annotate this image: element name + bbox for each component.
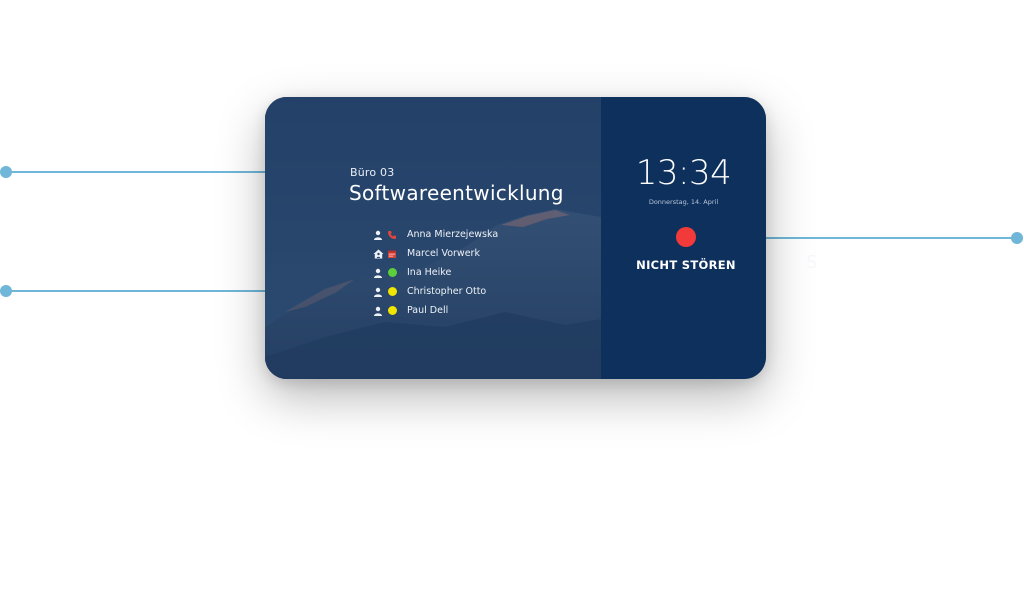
room-title: Softwareentwicklung <box>349 181 564 205</box>
callout-dot-status <box>1011 232 1023 244</box>
person-name: Paul Dell <box>407 305 449 316</box>
clock-time: 13:34 <box>635 153 732 193</box>
status-dot-icon <box>386 267 398 279</box>
home-office-icon <box>372 248 384 260</box>
person-name: Ina Heike <box>407 267 452 278</box>
callout-line-room <box>6 171 340 173</box>
room-display-device: Büro 03 Softwareentwicklung Anna Mierzej… <box>265 97 766 379</box>
person-row: Ina Heike <box>372 263 592 282</box>
status-dot-icon <box>386 305 398 317</box>
calendar-icon <box>386 248 398 260</box>
person-row: Paul Dell <box>372 301 592 320</box>
person-name: Marcel Vorwerk <box>407 248 480 259</box>
callout-line-status <box>708 237 1020 239</box>
person-icon <box>372 286 384 298</box>
phone-icon <box>386 229 398 241</box>
do-not-disturb-label: NICHT STÖREN <box>636 258 736 272</box>
mountain-background-image <box>265 97 601 379</box>
person-name: Anna Mierzejewska <box>407 229 499 240</box>
person-row: Anna Mierzejewska <box>372 225 592 244</box>
status-panel: 13:34 Donnerstag, 14. April NICHT STÖREN <box>601 97 766 379</box>
room-info-panel: Büro 03 Softwareentwicklung Anna Mierzej… <box>265 97 601 379</box>
person-row: Marcel Vorwerk <box>372 244 592 263</box>
room-number: Büro 03 <box>350 166 395 179</box>
person-icon <box>372 305 384 317</box>
person-row: Christopher Otto <box>372 282 592 301</box>
people-list: Anna Mierzejewska Marcel Vorwerk <box>372 225 592 320</box>
do-not-disturb-button[interactable] <box>676 227 696 247</box>
background-faint-text: S <box>806 252 818 273</box>
person-icon <box>372 267 384 279</box>
person-name: Christopher Otto <box>407 286 487 297</box>
clock-date: Donnerstag, 14. April <box>648 198 719 206</box>
status-dot-icon <box>386 286 398 298</box>
callout-line-people <box>6 290 364 292</box>
person-icon <box>372 229 384 241</box>
